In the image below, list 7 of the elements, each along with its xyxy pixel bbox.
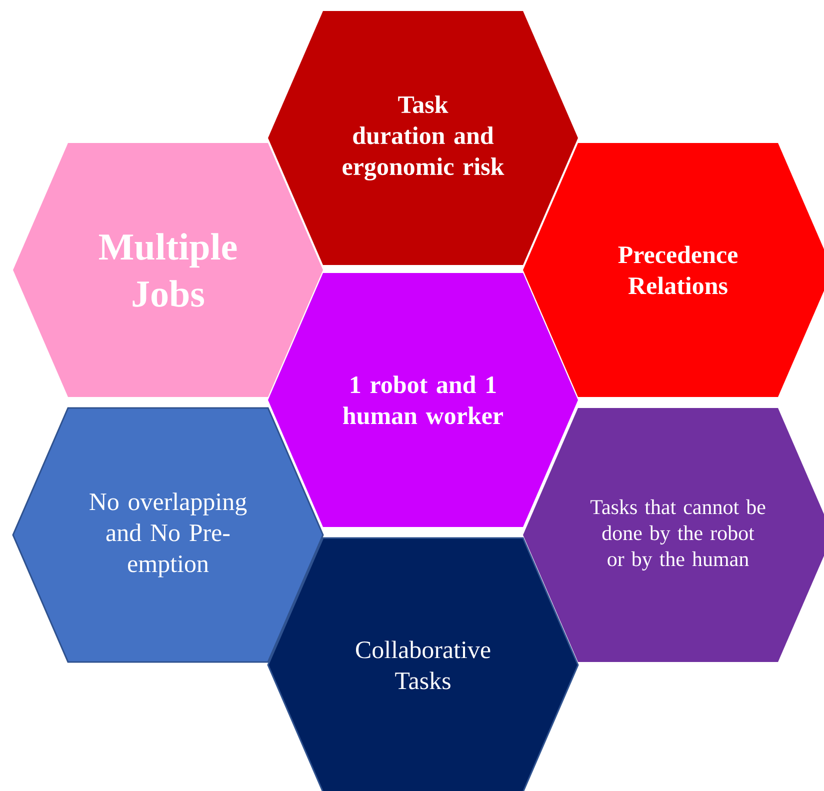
- hexagon: No overlapping and No Pre-emption: [12, 407, 324, 663]
- hexagon: Multiple Jobs: [13, 142, 323, 397]
- hexagon: Task duration and ergonomic risk: [268, 10, 578, 265]
- hexagon: Collaborative Tasks: [267, 537, 579, 791]
- hexagon: Tasks that cannot be done by the robot or by the human: [523, 408, 824, 662]
- hexagon: Precedence Relations: [523, 142, 824, 397]
- hexagon: 1 robot and 1 human worker: [268, 272, 578, 527]
